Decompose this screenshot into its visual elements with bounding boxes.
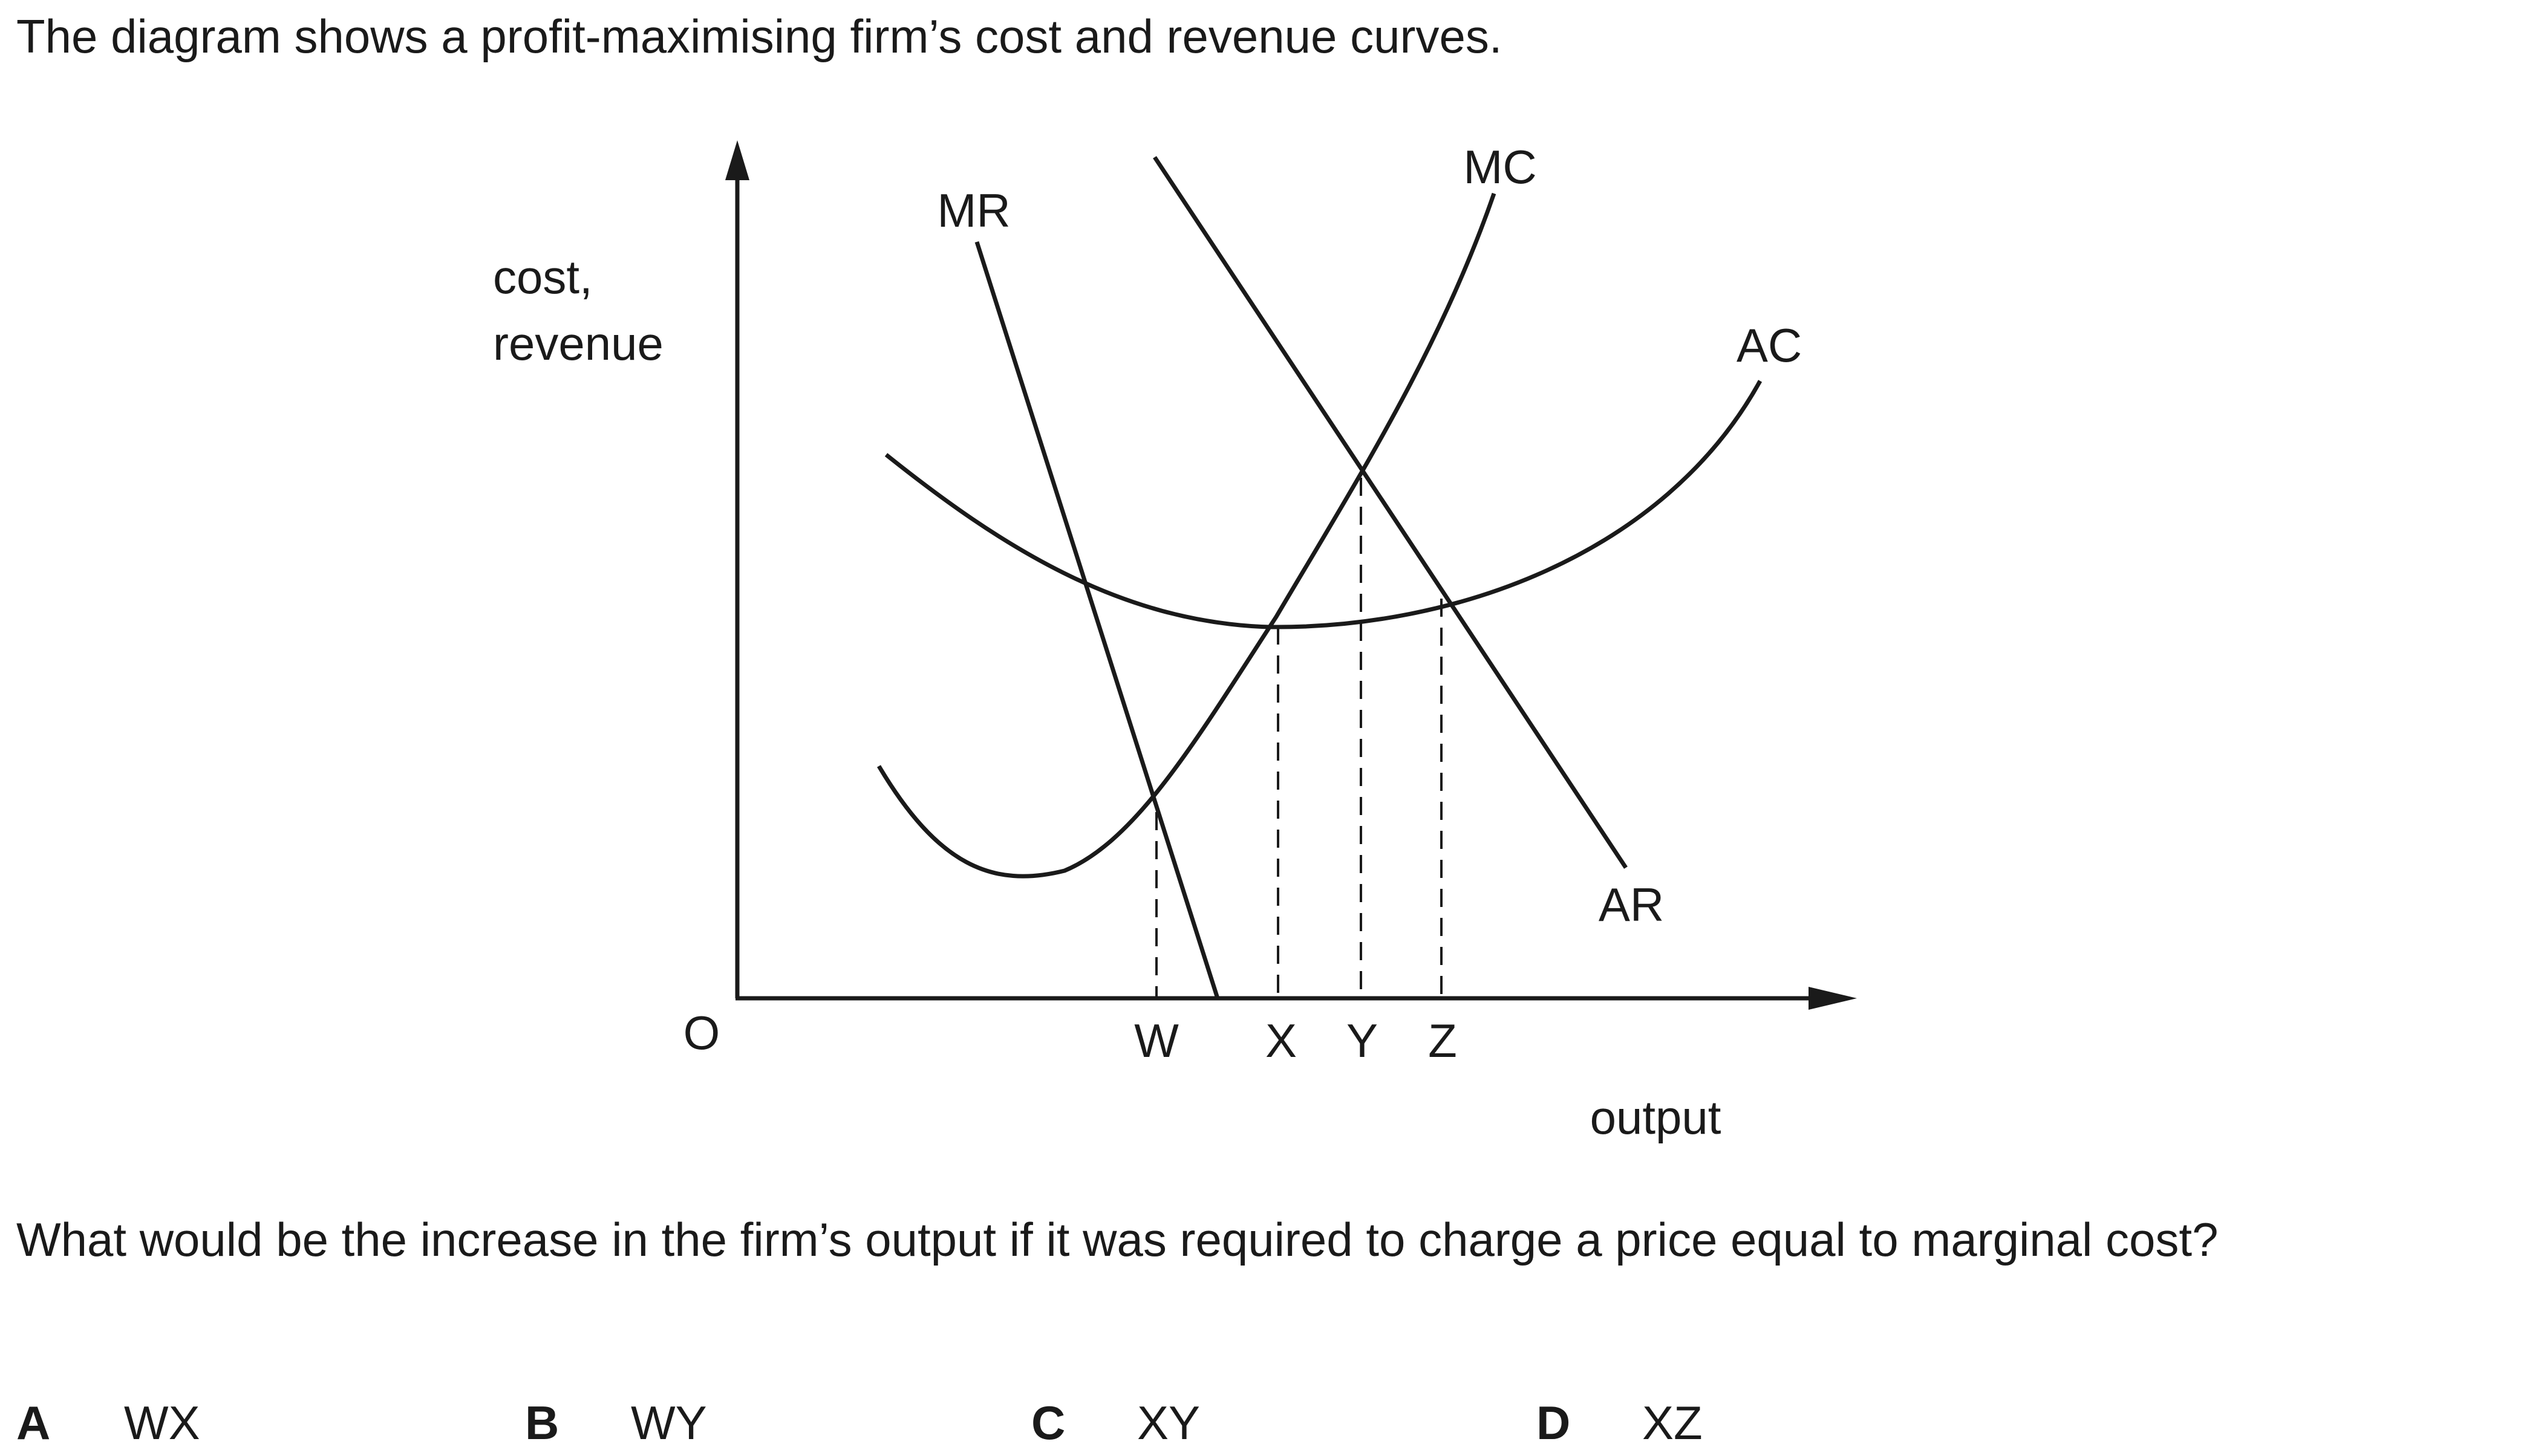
ar-curve (1153, 156, 1628, 869)
y-axis-label-line1: cost, (493, 250, 593, 304)
option-b-text: WY (631, 1396, 707, 1449)
mc-curve (876, 192, 1496, 879)
cost-revenue-diagram: cost, revenue O output MR MC AC AR W X Y… (493, 140, 1857, 1144)
ar-label: AR (1599, 878, 1664, 931)
answer-options: A WX B WY C XY D XZ (0, 1396, 2541, 1456)
option-d-text: XZ (1642, 1396, 1703, 1449)
mc-label: MC (1463, 140, 1536, 193)
y-axis-arrowhead (725, 140, 749, 180)
option-a-text: WX (124, 1396, 200, 1449)
option-c-letter: C (1031, 1396, 1066, 1449)
z-label: Z (1428, 1014, 1457, 1067)
mr-curve (974, 241, 1220, 999)
origin-label: O (683, 1006, 720, 1059)
question-prompt: What would be the increase in the firm’s… (16, 1213, 2219, 1266)
option-a-letter: A (16, 1396, 51, 1449)
mr-label: MR (937, 184, 1010, 237)
ac-curve (884, 380, 1763, 629)
w-label: W (1134, 1014, 1179, 1067)
x-axis-label: output (1590, 1091, 1721, 1144)
y-label: Y (1346, 1014, 1378, 1067)
x-label: X (1265, 1014, 1297, 1067)
option-c-text: XY (1137, 1396, 1201, 1449)
ac-label: AC (1737, 319, 1802, 372)
option-b-letter: B (525, 1396, 559, 1449)
y-axis-label-line2: revenue (493, 317, 664, 370)
option-d-letter: D (1536, 1396, 1571, 1449)
x-axis-arrowhead (1809, 987, 1857, 1010)
intro-text: The diagram shows a profit-maximising fi… (16, 10, 1502, 63)
